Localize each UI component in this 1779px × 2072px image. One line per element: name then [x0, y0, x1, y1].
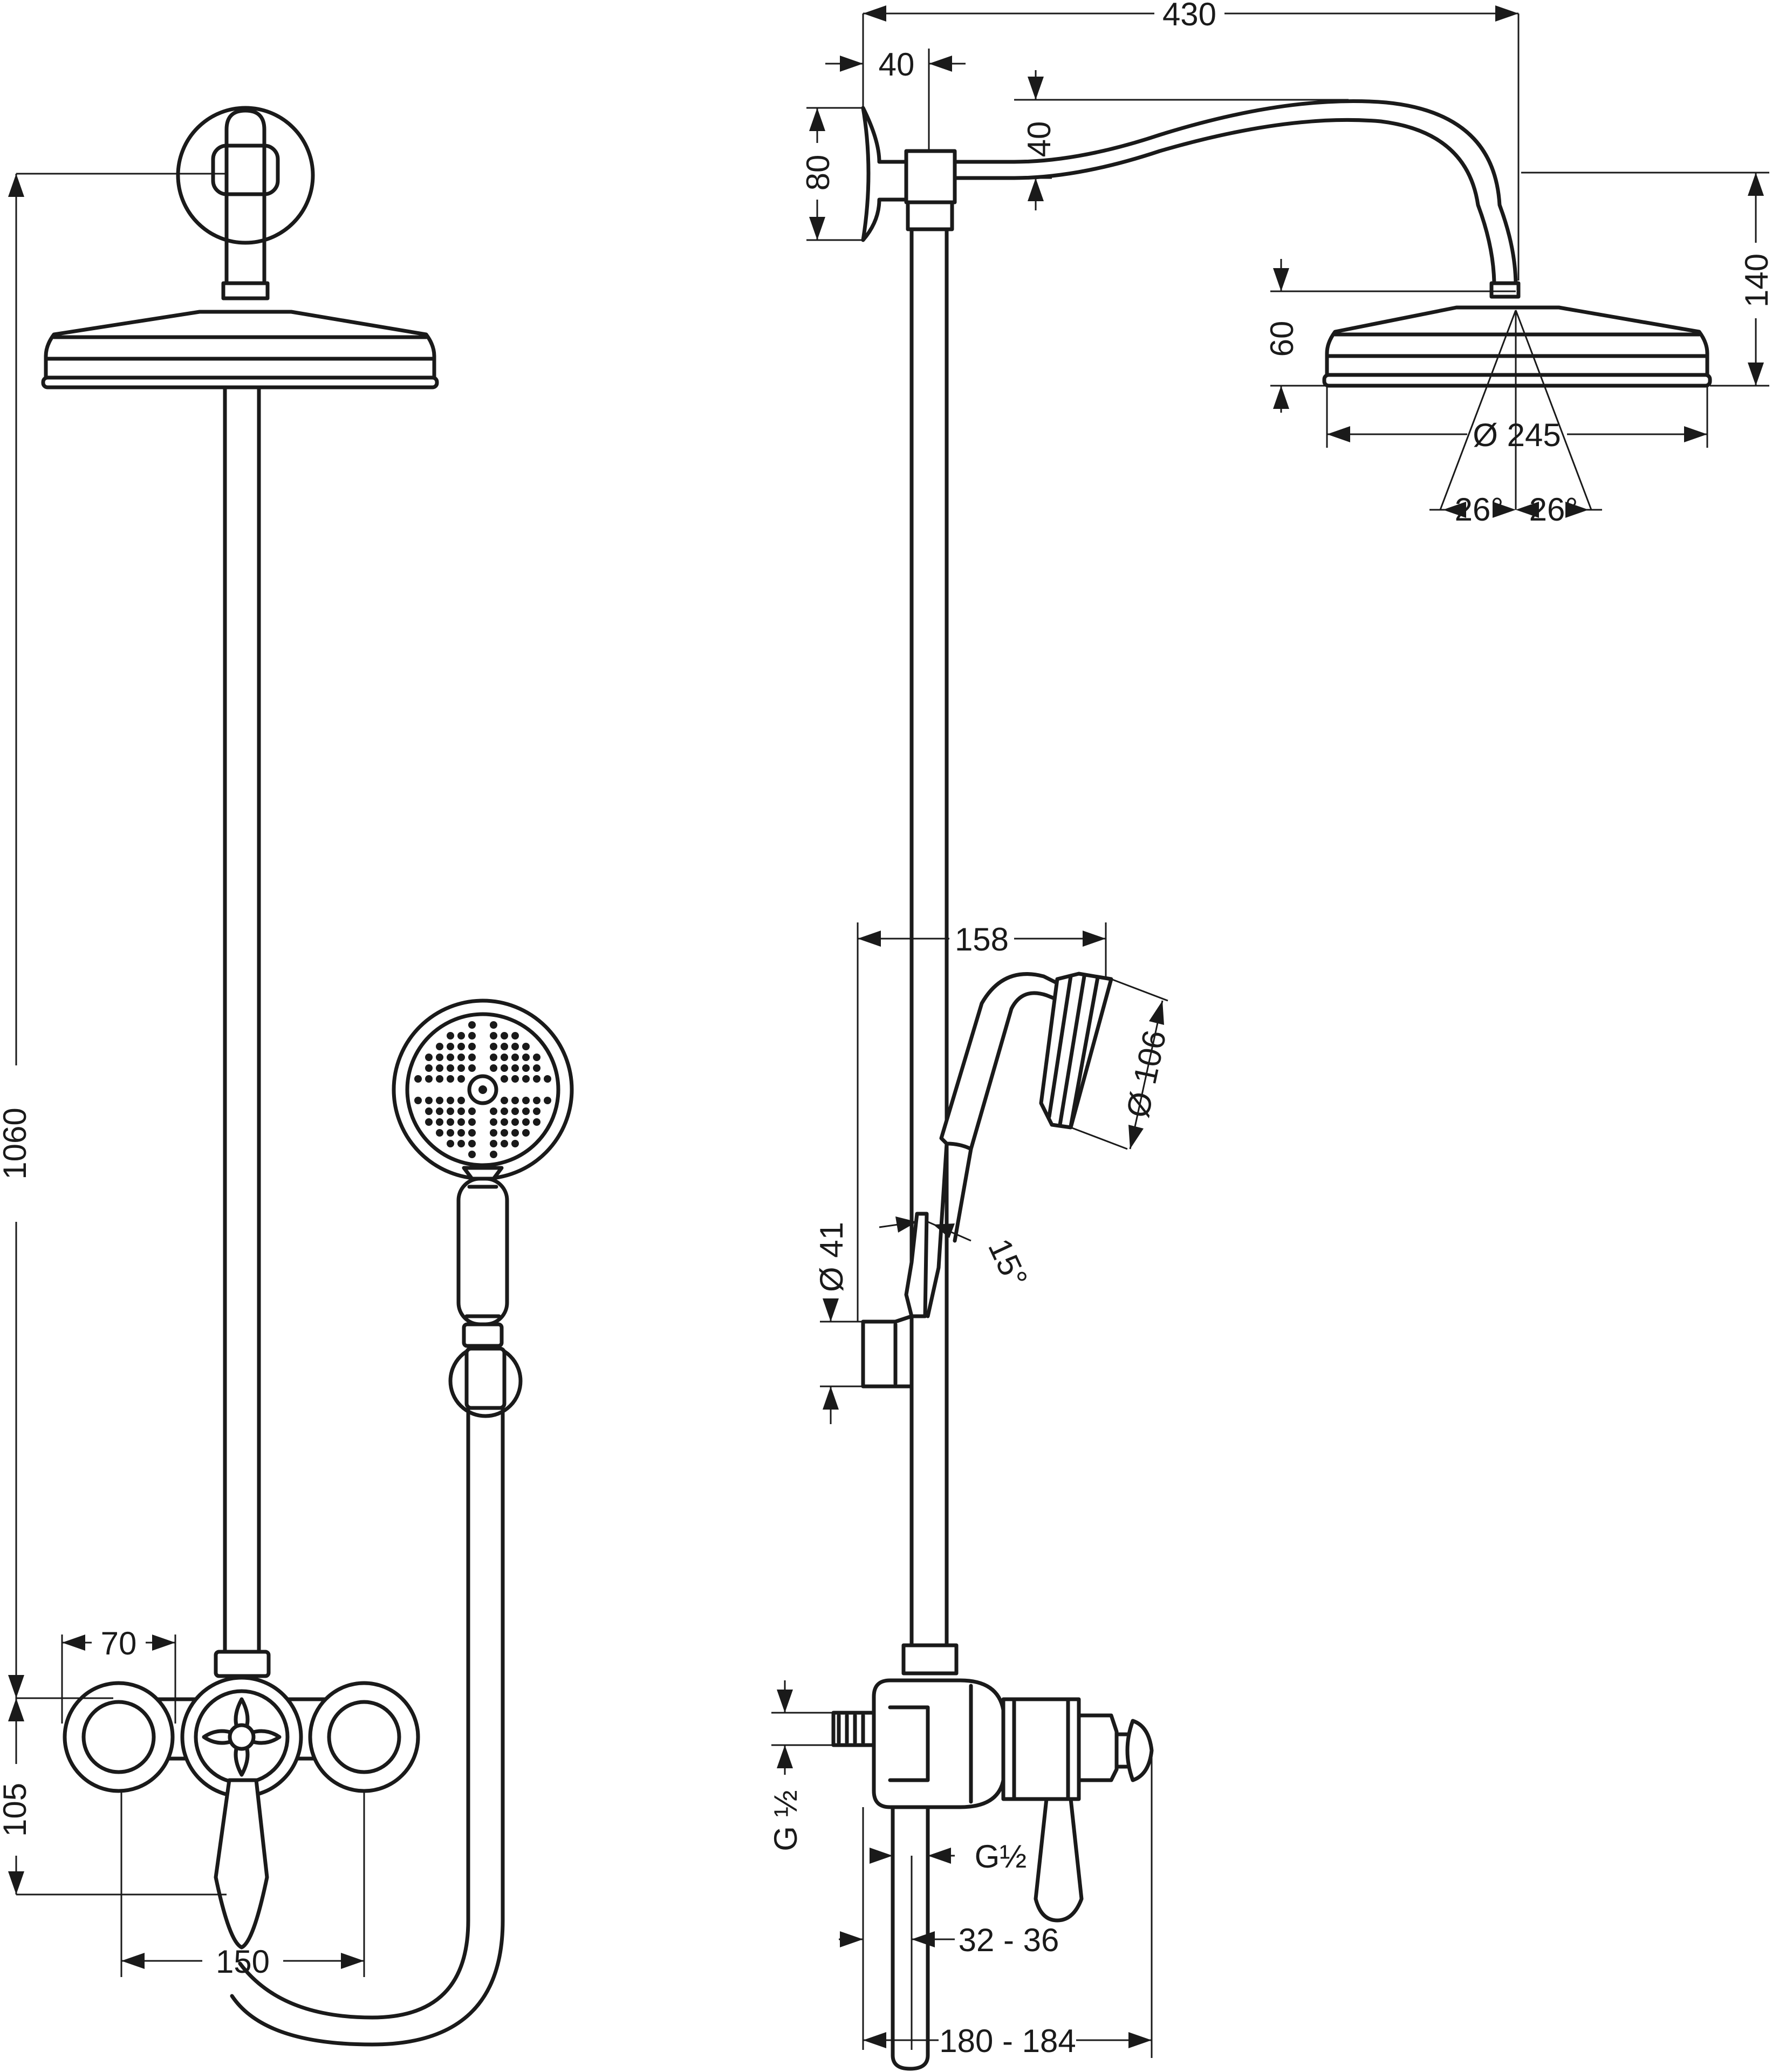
dim-hand-diameter: Ø 106: [1119, 1027, 1173, 1121]
head-shower-front: [41, 310, 439, 389]
side-dimensions: [771, 5, 1769, 2058]
rail-top-nut-side: [906, 200, 954, 231]
dim-tilt-angle: 15°: [981, 1233, 1035, 1293]
dim-valve-centers: 150: [216, 1944, 270, 1980]
dim-inlet-range: 32 - 36: [959, 1922, 1059, 1958]
dim-handle-spacing: 70: [101, 1625, 137, 1661]
wall-bracket-front: [176, 106, 315, 245]
thermostat-valve-side: [831, 1678, 1154, 2071]
shower-arm-front: [224, 108, 266, 288]
dim-valve-height: 105: [0, 1783, 33, 1837]
wall-outlet-front: [448, 1344, 523, 1418]
dim-spray-angle-left: 26°: [1455, 491, 1504, 528]
rail-bottom-nut-side: [901, 1643, 959, 1676]
slide-holder-side: [861, 1212, 929, 1389]
riser-rail-side: [909, 227, 949, 1647]
front-view: 1060 105 70 150: [0, 106, 574, 2047]
spray-nozzles: [414, 1021, 551, 1158]
dim-arm-projection: 430: [1162, 0, 1216, 32]
head-shower-side: [1322, 305, 1712, 510]
shower-hose: [230, 1406, 505, 2047]
dim-head-diameter: Ø 245: [1473, 417, 1561, 453]
dim-bracket-height: 80: [800, 155, 836, 191]
thermostat-valve-front: [63, 1676, 420, 1950]
dim-holder-diameter: Ø 41: [813, 1222, 850, 1292]
dim-total-depth: 180 - 184: [939, 2023, 1076, 2059]
dim-spray-angle-right: 26°: [1529, 491, 1578, 528]
shower-arm-side: [953, 99, 1518, 288]
dim-head-drop: 140: [1739, 254, 1775, 307]
front-dimensions: [8, 173, 365, 1977]
dim-head-height: 60: [1264, 321, 1300, 357]
rail-nut-front: [214, 1650, 271, 1678]
dim-wall-offset: 40: [879, 46, 915, 83]
dim-outlet-thread: G½: [975, 1838, 1027, 1875]
dim-total-height: 1060: [0, 1107, 33, 1179]
hand-shower-side: [926, 972, 1113, 1318]
dim-arm-height: 40: [1021, 121, 1057, 158]
dim-inlet-thread: G ½: [768, 1790, 804, 1851]
wall-bracket-side: [861, 106, 957, 242]
dim-hand-reach: 158: [955, 921, 1009, 958]
riser-rail-front: [223, 385, 261, 1654]
side-view: 430 40 40 80 140 60 Ø 245 26° 26° 158 Ø …: [768, 0, 1775, 2071]
hand-shower-front: [392, 999, 574, 1348]
